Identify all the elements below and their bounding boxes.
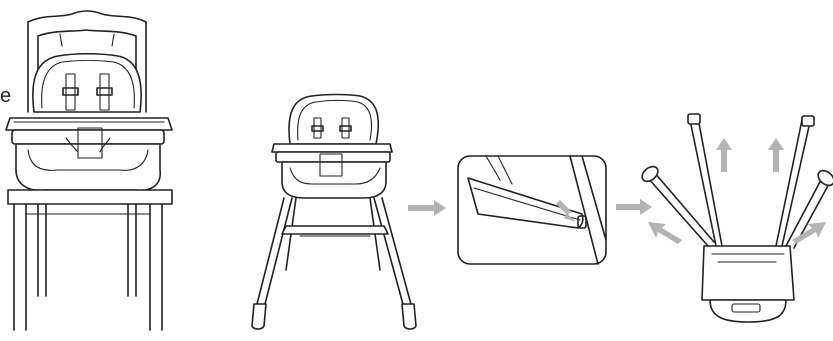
tray: [272, 144, 392, 152]
seat-back-cushion: [33, 54, 141, 112]
leg-front-left: [256, 198, 292, 308]
leg-lower-right: [786, 178, 830, 248]
arrow-down-left: [648, 222, 682, 244]
chair-leg-front-right: [150, 204, 162, 330]
leg-release-detail: [458, 156, 606, 264]
footrest: [282, 226, 388, 234]
leg-upper-left: [690, 118, 722, 246]
high-chair-assembled: [252, 95, 416, 330]
arrow-up-left: [716, 138, 732, 172]
leg-front-right: [374, 198, 412, 308]
chair-crest-rail: [28, 11, 146, 22]
chair-leg-back-right: [128, 204, 136, 296]
arrow-up-right: [768, 138, 784, 172]
cropped-text-fragment: e: [0, 86, 11, 106]
foot-cap-left: [252, 304, 266, 329]
backrest: [289, 95, 378, 145]
foot-cap-right: [402, 304, 416, 329]
chair-leg-back-left: [38, 204, 46, 296]
leg-lower-left: [648, 172, 714, 246]
high-chair-folded-legs-removed: [639, 114, 833, 322]
booster-seat-on-dining-chair: [6, 11, 172, 330]
dining-chair-seat: [8, 190, 172, 204]
step-arrow-1: [408, 200, 446, 216]
chair-leg-front-left: [14, 204, 26, 330]
step-arrow-2: [616, 199, 652, 215]
